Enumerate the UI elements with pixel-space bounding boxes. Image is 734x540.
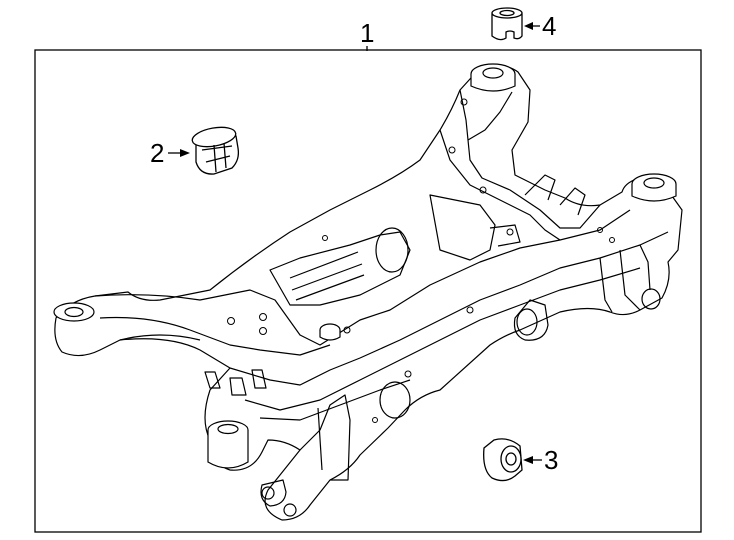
front-crosstube-edge [259, 379, 411, 421]
callout-2-arrow [180, 149, 190, 157]
rear-crossmember [459, 89, 601, 229]
left-rail [94, 239, 561, 346]
frame-mount-bosses [53, 63, 677, 469]
callout-2[interactable]: 2 [150, 124, 240, 175]
front-crosstube-lower [244, 267, 641, 411]
bushing-3-icon [483, 438, 523, 482]
right-tower-edge [639, 244, 651, 291]
center-panel-opening [375, 227, 409, 273]
right-tower [599, 249, 641, 313]
side-bushing [513, 299, 549, 341]
subframe-outline [54, 65, 683, 521]
center-panel [269, 231, 411, 306]
lower-rear-bracket [260, 479, 287, 507]
callout-4-label: 4 [542, 11, 556, 41]
right-mount-hole [641, 288, 661, 310]
lower-tabs [204, 369, 267, 396]
diagram-frame [34, 49, 702, 533]
callout-2-label: 2 [150, 138, 164, 168]
rear-brackets [524, 174, 586, 216]
left-front-bracket-edge [317, 407, 323, 471]
frame-holes [227, 98, 615, 423]
side-bushing-face [516, 308, 538, 336]
callout-3-label: 3 [544, 445, 558, 475]
bushing-4-icon [491, 7, 523, 41]
callout-1[interactable]: 1 [360, 18, 374, 51]
left-rail-lower [99, 316, 331, 356]
callout-3[interactable]: 3 [483, 438, 559, 482]
lower-housing [379, 381, 411, 419]
center-panel-ribs [289, 251, 365, 301]
center-tower-bracket [489, 224, 521, 247]
subframe-assembly[interactable] [54, 65, 683, 521]
left-rail-bottom [119, 334, 201, 341]
center-tower [429, 194, 496, 261]
crossmember-edge [467, 91, 513, 141]
rear-crossmember-inner [439, 129, 631, 241]
callout-3-arrow [523, 456, 533, 464]
callout-1-label: 1 [360, 18, 374, 48]
callout-4-arrow [524, 22, 533, 30]
callout-4[interactable]: 4 [491, 7, 556, 41]
bushing-2-icon [191, 126, 240, 175]
